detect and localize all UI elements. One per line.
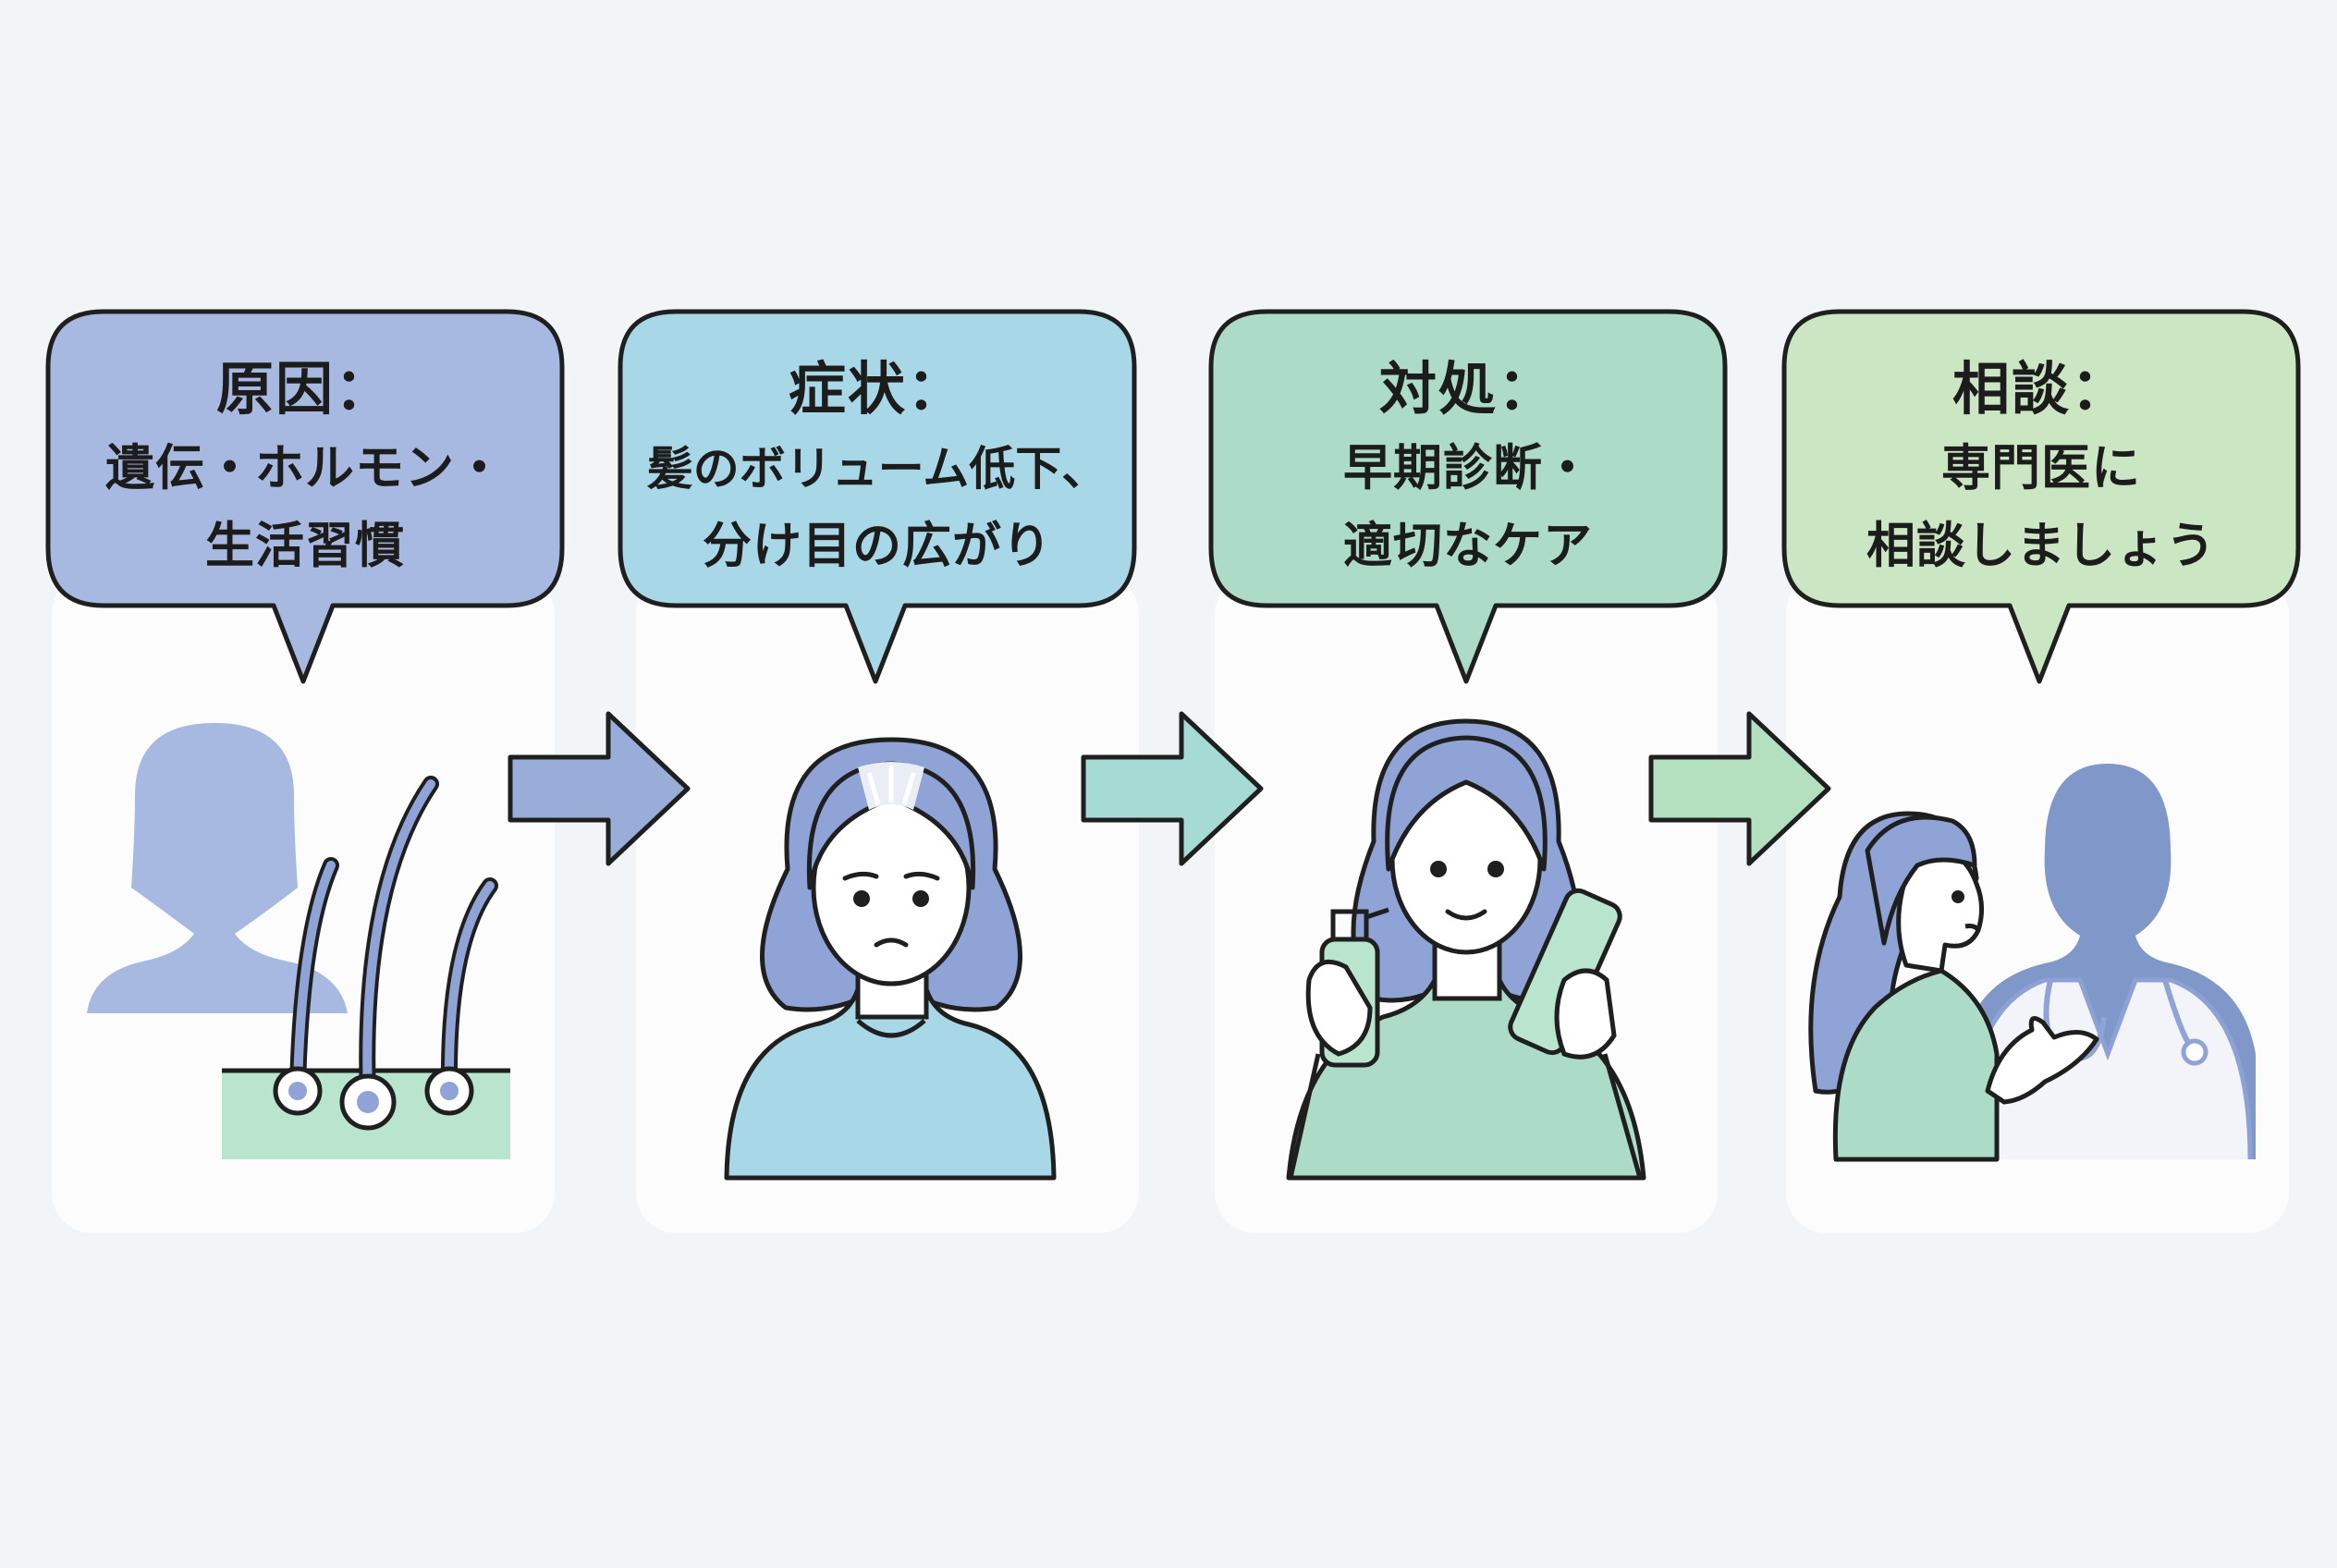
step-line-2: 適切なケア: [1343, 518, 1593, 574]
head-silhouette: [87, 723, 348, 1013]
bubble-shape: [1781, 309, 2301, 684]
speech-bubble-consult: 相談： 専門医に 相談しましょう: [1780, 308, 2302, 689]
eye: [1430, 861, 1447, 877]
speech-bubble-cause: 原因： 遺伝・ホルモン・ 生活習慣: [44, 308, 566, 689]
speech-bubble-treatment: 対処： 早期診断・ 適切なケア: [1207, 308, 1729, 689]
patient-sweater: [1832, 968, 2000, 1162]
patient-hair-front: [1865, 815, 1977, 946]
hand-right: [1554, 968, 1617, 1060]
step-line-1: 遺伝・ホルモン・: [105, 440, 505, 496]
gesturing-hand: [1985, 1016, 2099, 1105]
step-line-2: 相談しましょう: [1866, 518, 2216, 574]
bubble-shape: [618, 309, 1137, 684]
hair-front: [806, 761, 976, 890]
silhouette-hair-follicle-icon: [87, 723, 510, 1159]
right-arrow-icon: [1648, 711, 1831, 866]
step-line-2: 分け目の広がり: [703, 518, 1052, 574]
bubble-shape: [45, 309, 565, 684]
hand-left: [1305, 959, 1373, 1057]
step-line-1: 早期診断・: [1343, 440, 1593, 496]
eye: [1487, 861, 1504, 877]
woman-consulting-doctor-icon: [1808, 764, 2256, 1162]
eye: [912, 890, 929, 907]
step-line-1: 髪のボリューム低下、: [646, 442, 1108, 496]
speech-bubble-symptom: 症状： 髪のボリューム低下、 分け目の広がり: [617, 308, 1138, 689]
bubble-shape: [1208, 309, 1728, 684]
mouth: [1964, 924, 1981, 932]
step-title: 症状：: [788, 355, 966, 423]
eye: [853, 890, 870, 907]
step-line-1: 専門医に: [1941, 440, 2141, 496]
right-arrow-icon: [508, 711, 691, 866]
step-title: 対処：: [1378, 355, 1557, 423]
step-title: 相談：: [1952, 355, 2130, 423]
smile: [1445, 909, 1487, 921]
step-line-2: 生活習慣: [205, 518, 405, 574]
right-arrow-icon: [1081, 711, 1264, 866]
step-title: 原因：: [215, 355, 394, 423]
woman-hair-care-products-icon: [1286, 718, 1646, 1181]
thinning-hair-woman-icon: [724, 737, 1057, 1181]
hair-front: [1385, 735, 1548, 872]
eye: [1952, 890, 1964, 903]
mouth: [874, 937, 909, 948]
